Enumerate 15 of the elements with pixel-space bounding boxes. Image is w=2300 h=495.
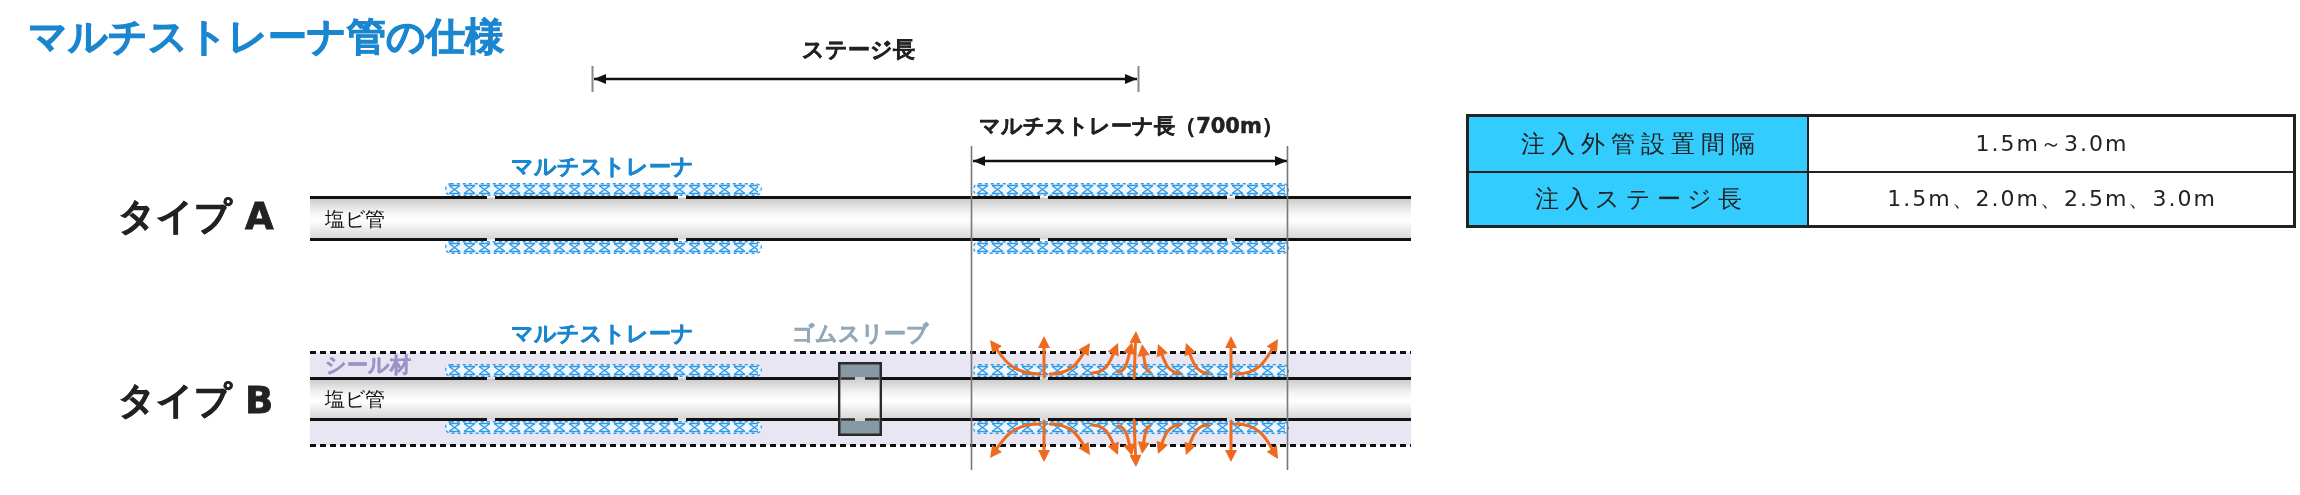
- spec-name-cell: 注入外管設置間隔: [1469, 117, 1809, 171]
- type-label: タイプ A: [118, 196, 274, 239]
- sleeve-label: ゴムスリーブ: [791, 320, 929, 346]
- strainer-label: マルチストレーナ: [510, 321, 694, 347]
- seal-label: シール材: [325, 353, 411, 378]
- type-label: タイプ B: [118, 380, 274, 423]
- spec-name-cell: 注入ステージ長: [1469, 171, 1809, 225]
- dimension-label: ステージ長: [801, 37, 915, 63]
- title: マルチストレーナ管の仕様: [28, 15, 504, 60]
- dimension-label: マルチストレーナ長（700m）: [979, 114, 1283, 139]
- pipe: [310, 377, 1411, 421]
- pipe: [310, 196, 1411, 241]
- pipe-label: 塩ビ管: [325, 387, 385, 411]
- strainer-label: マルチストレーナ: [510, 154, 694, 180]
- pipe-label: 塩ビ管: [325, 207, 385, 230]
